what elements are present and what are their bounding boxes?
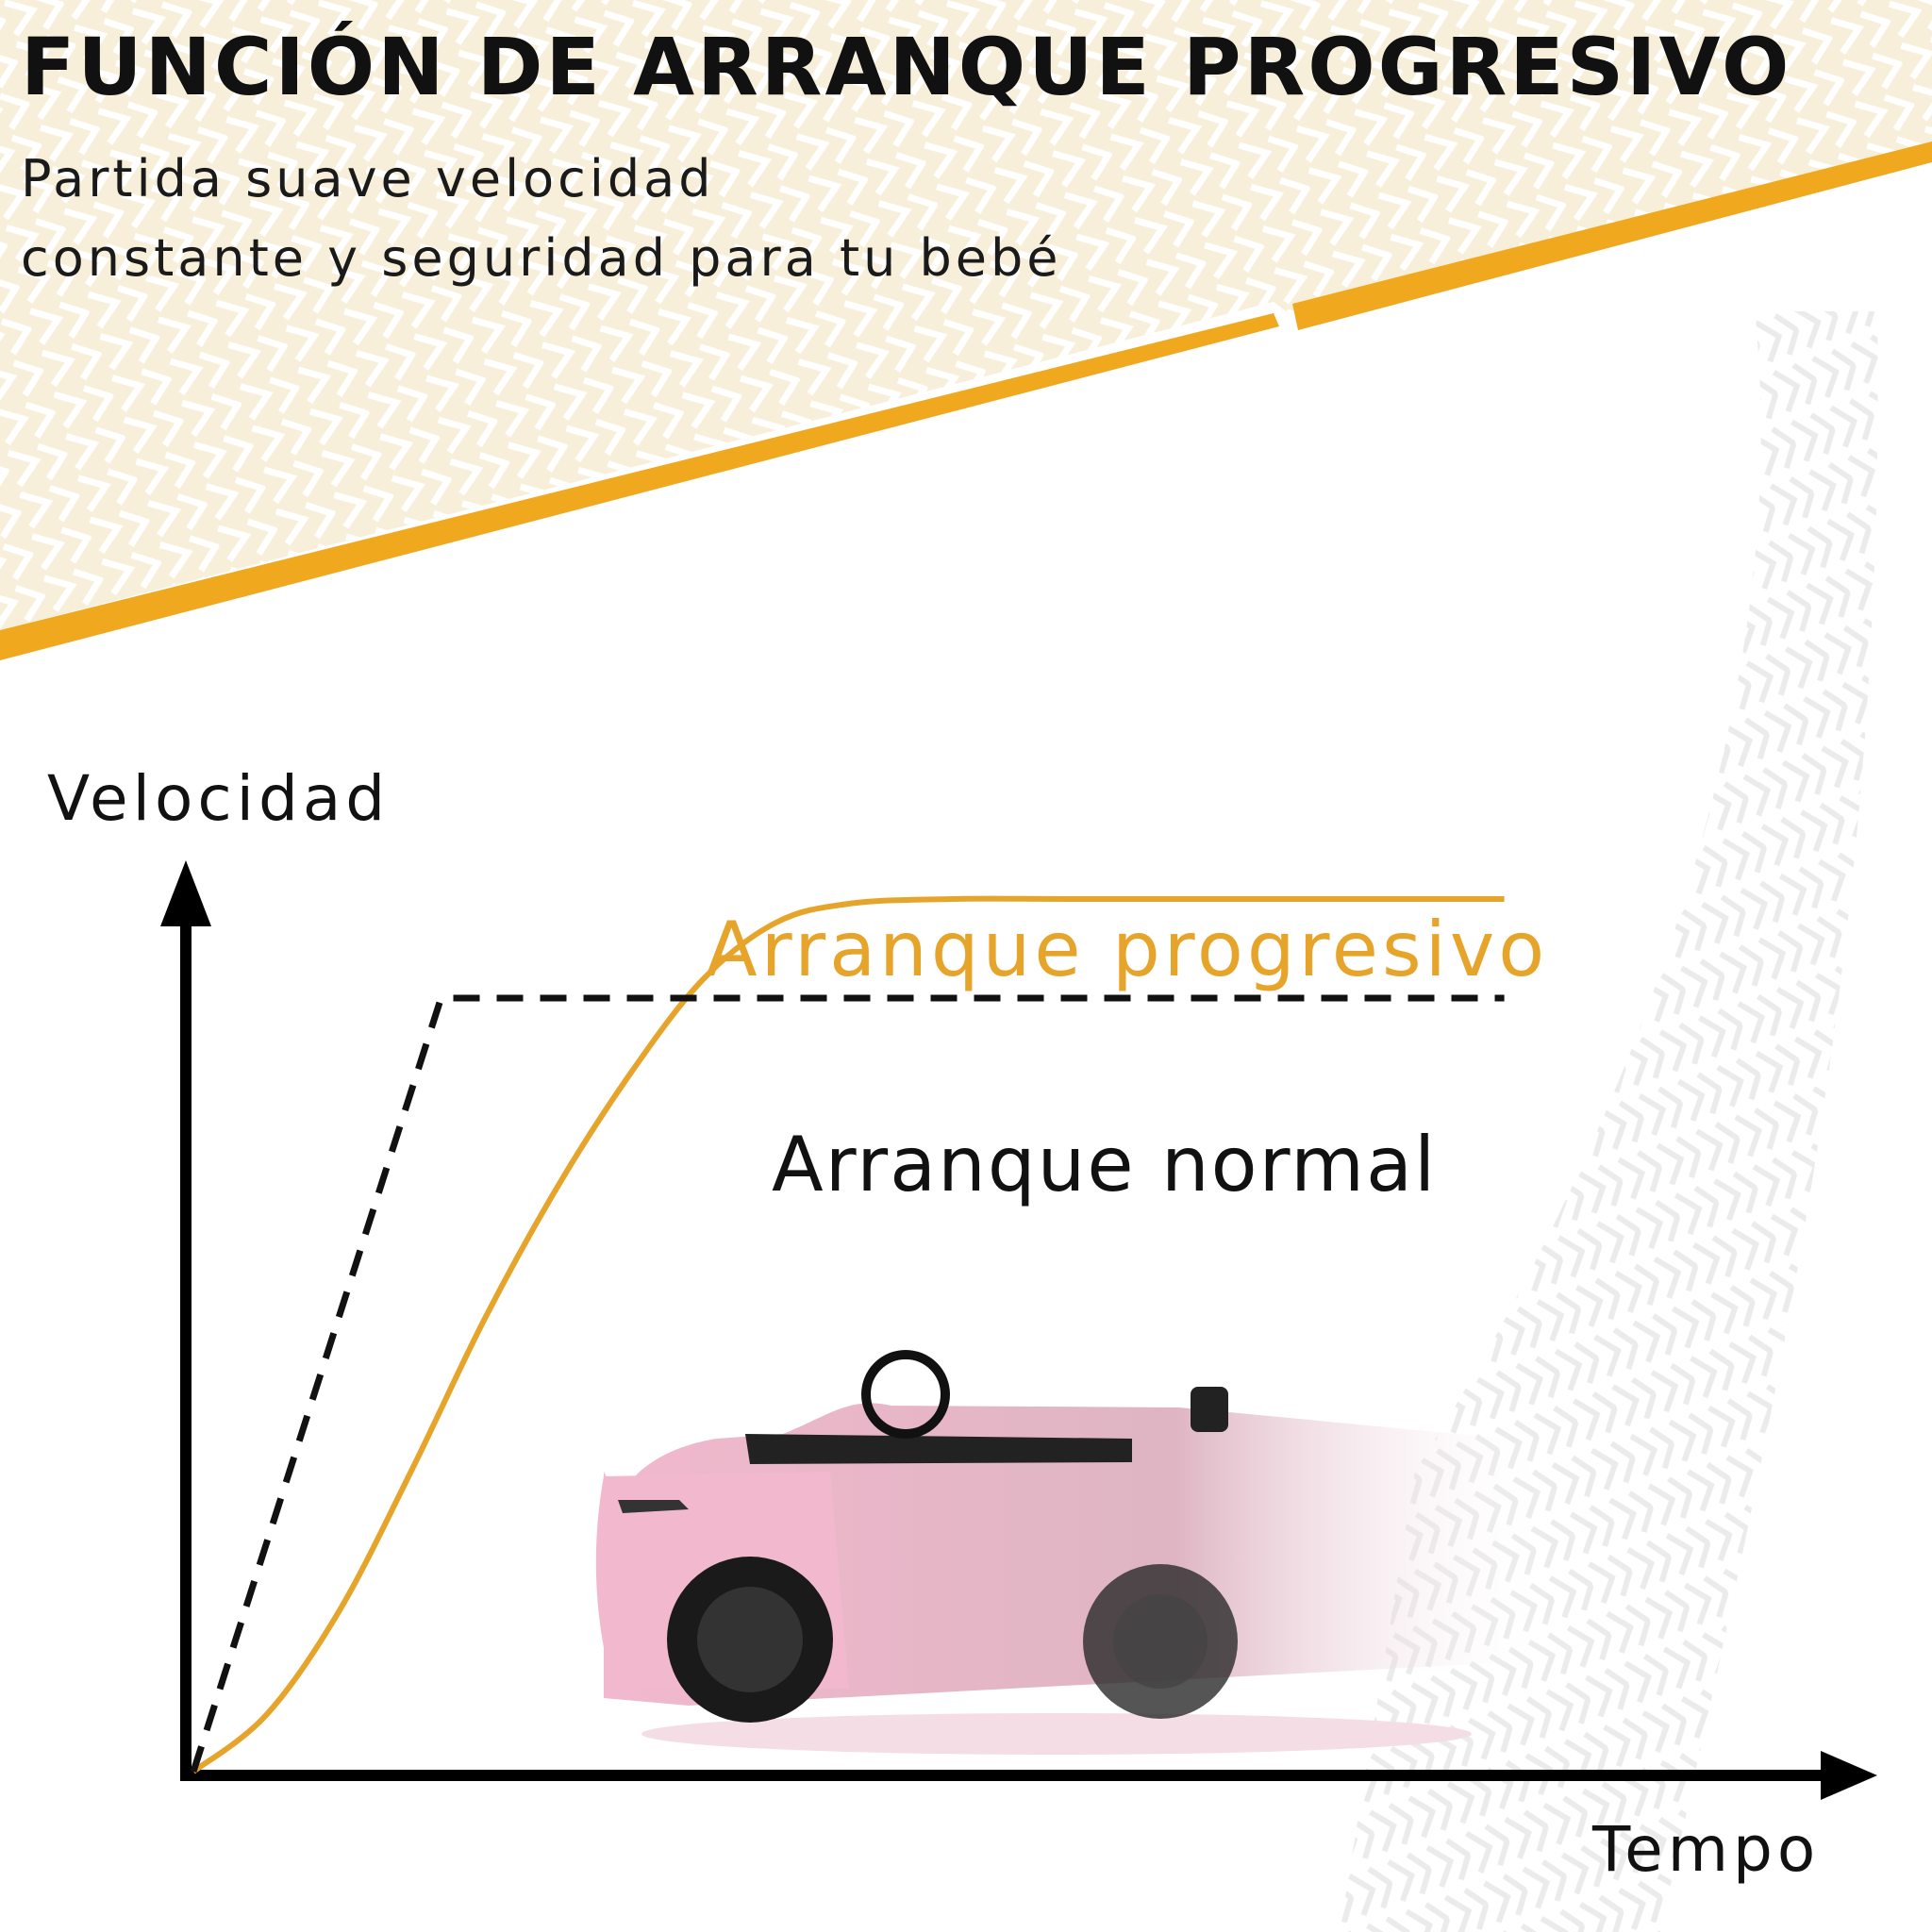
series-layer: [190, 895, 1505, 1774]
page-title: FUNCIÓN DE ARRANQUE PROGRESIVO: [21, 21, 1792, 113]
x-axis-arrow-icon: [1821, 1751, 1877, 1800]
x-axis: [180, 1751, 1877, 1800]
accent-stripe-lower: [0, 313, 1279, 660]
page-subtitle: Partida suave velocidad constante y segu…: [21, 140, 1062, 298]
accent-stripe-upper: [1292, 142, 1932, 330]
y-axis-arrow-icon: [160, 860, 211, 926]
pink-ride-on-car: [595, 1350, 1557, 1755]
series-line-progressive: [192, 895, 1505, 1774]
x-axis-label: Tempo: [1592, 1813, 1821, 1886]
series-label-progressive: Arranque progresivo: [706, 906, 1549, 993]
series-line-normal: [190, 994, 1505, 1774]
tire-tracks-banner: [0, 0, 1932, 630]
y-axis-label: Velocidad: [47, 762, 391, 835]
y-axis: [160, 860, 211, 1775]
subtitle-line-2: constante y seguridad para tu bebé: [21, 228, 1062, 288]
subtitle-line-1: Partida suave velocidad: [21, 149, 715, 208]
series-label-normal: Arranque normal: [772, 1121, 1438, 1208]
